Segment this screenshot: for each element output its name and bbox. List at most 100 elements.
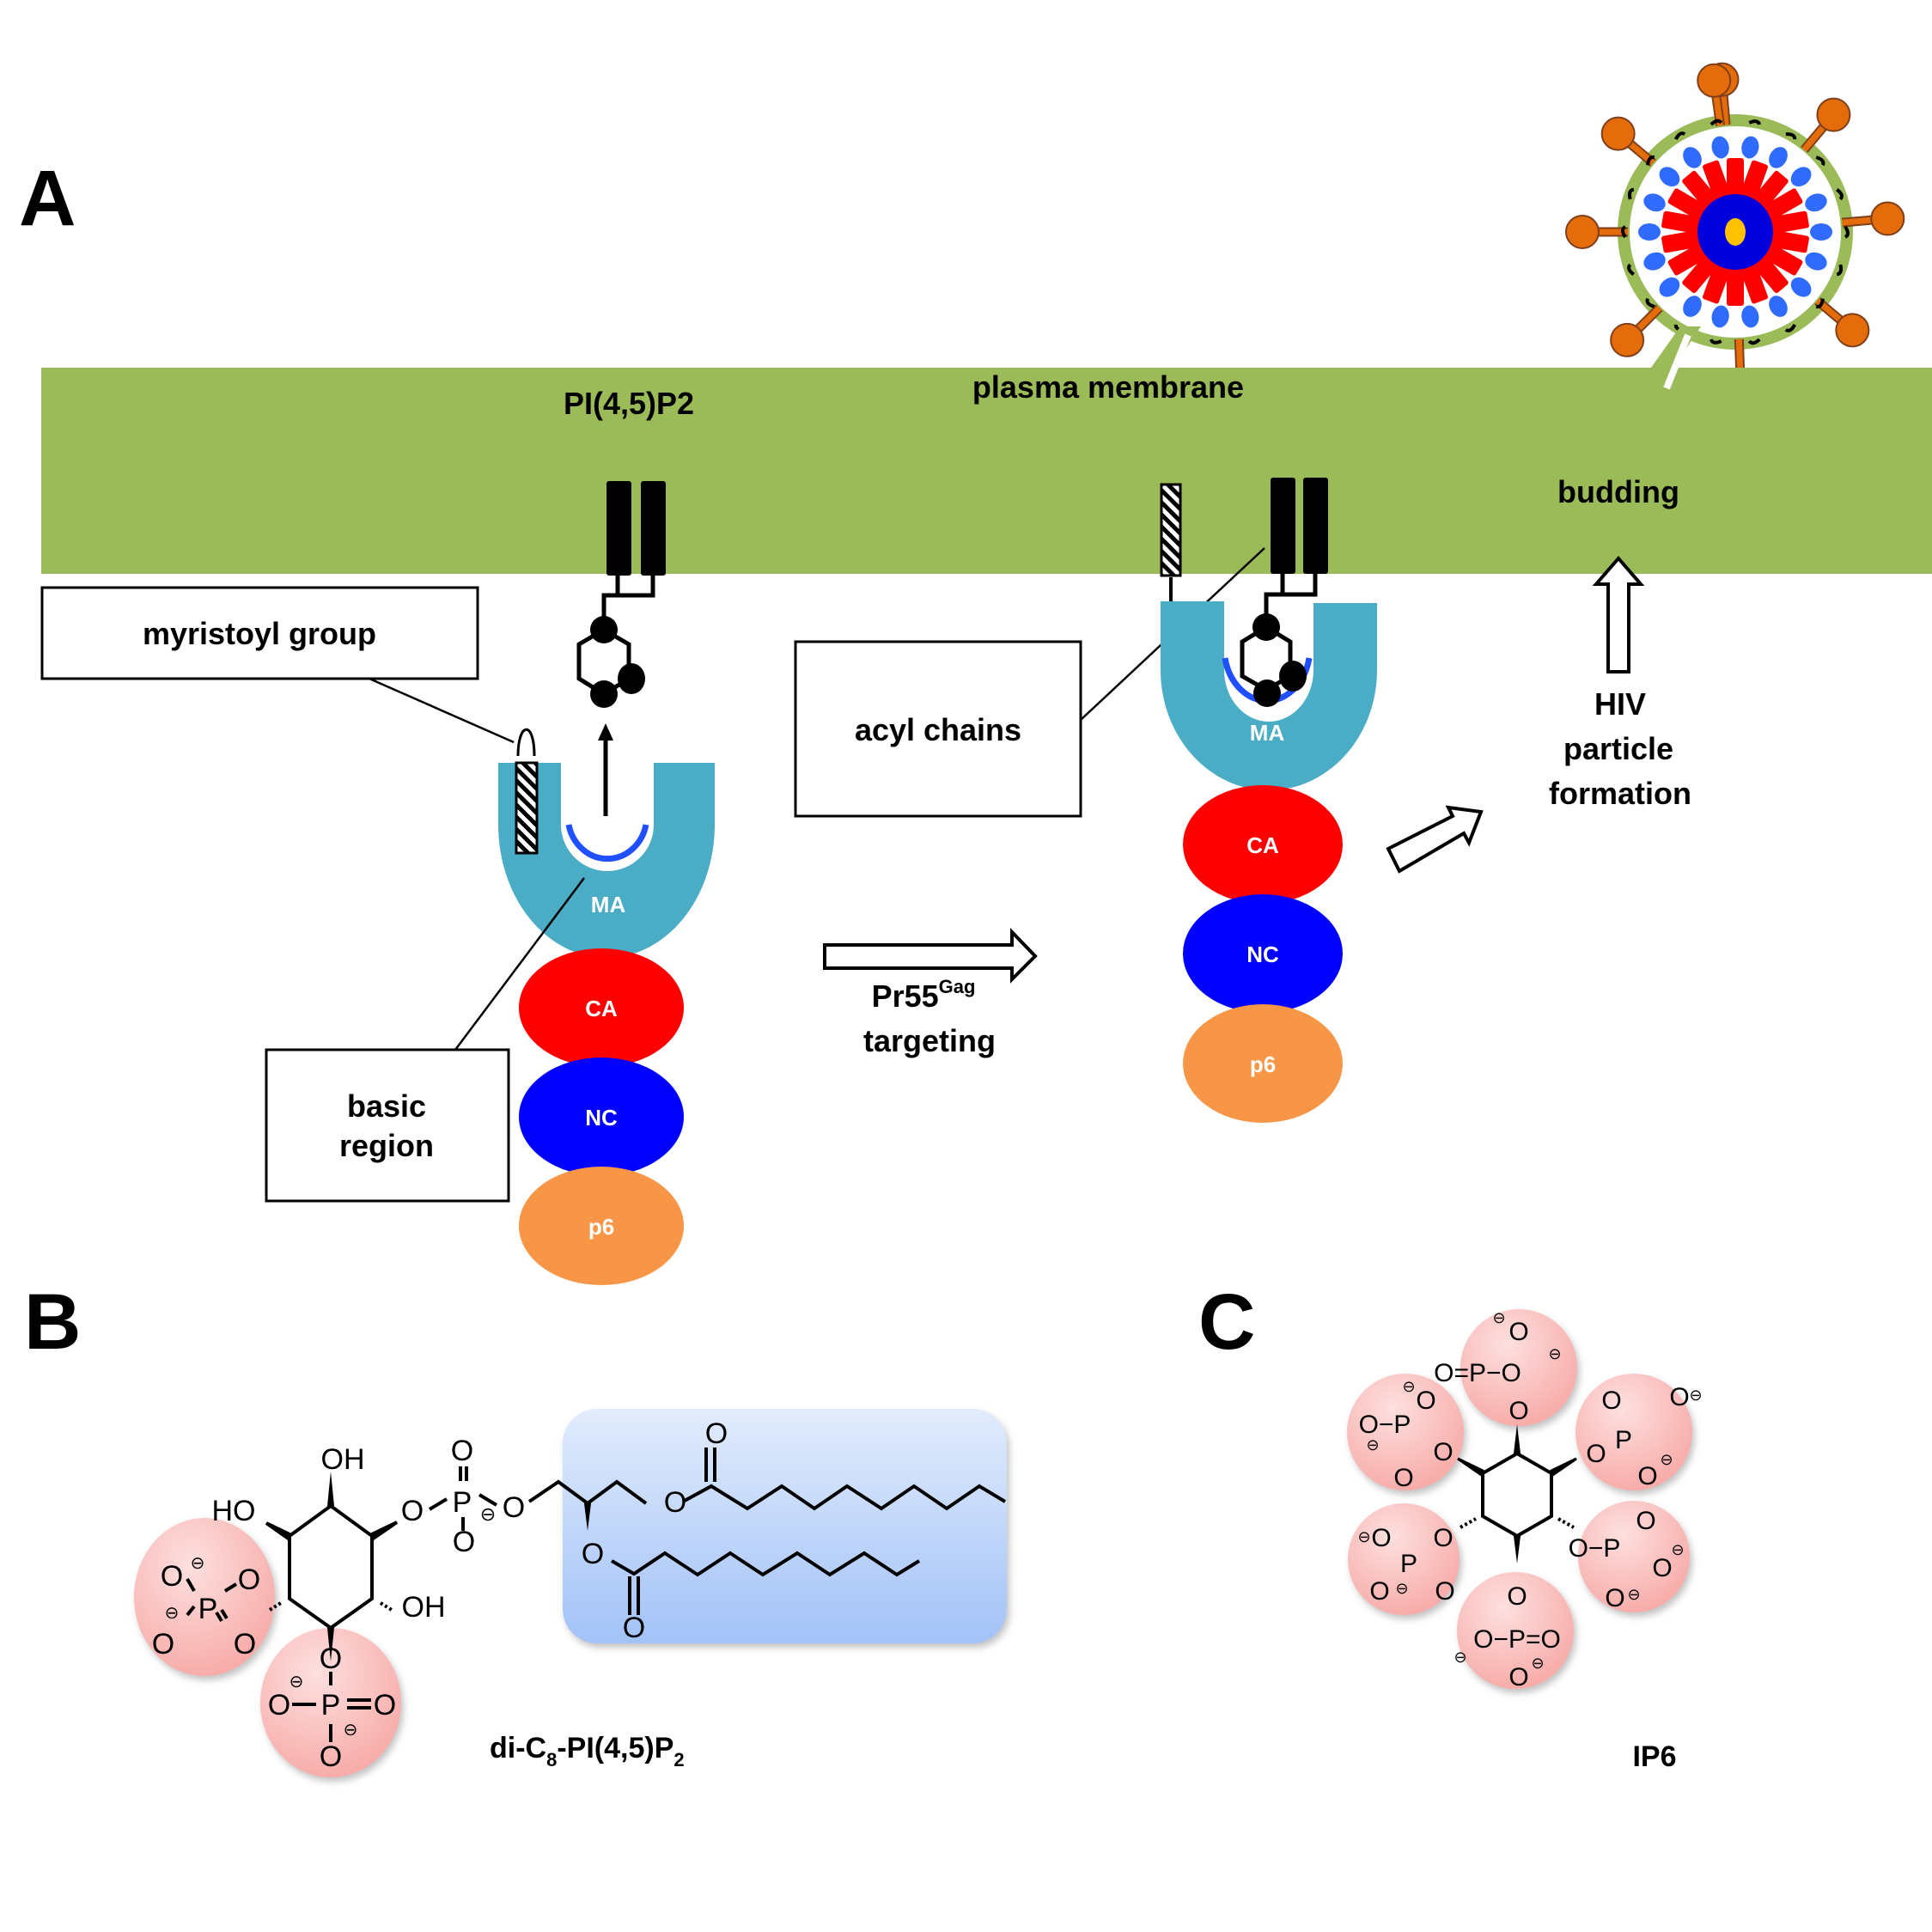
virion-ca <box>1770 210 1809 235</box>
svg-text:P: P <box>321 1689 341 1722</box>
pip2-caption: di-C8-PI(4,5)P2 <box>490 1732 685 1770</box>
phosphate-bubble-4 <box>134 1518 275 1676</box>
panel-label-a: A <box>19 155 76 242</box>
ip6-phosphate-bubble-3 <box>1575 1374 1692 1490</box>
gag-protein-left: MA CA NC p6 <box>498 728 715 1285</box>
virion-ma <box>1810 223 1832 241</box>
ip6-phosphate-bubble-4 <box>1348 1503 1460 1615</box>
svg-text:O−P: O−P <box>1359 1411 1411 1439</box>
svg-text:P: P <box>453 1486 472 1519</box>
acyl-chain-highlight <box>563 1409 1007 1643</box>
svg-text:O: O <box>152 1628 174 1661</box>
svg-text:HO: HO <box>212 1495 256 1527</box>
virion-lipid-tail <box>1709 338 1722 344</box>
svg-text:P: P <box>198 1593 218 1625</box>
phosphate-bubble-5 <box>260 1628 401 1777</box>
ma-domain-right <box>1161 601 1377 790</box>
ip6-phosphate-bubble-2 <box>1347 1374 1464 1490</box>
svg-text:O: O <box>374 1689 396 1722</box>
ma-label-right: MA <box>1250 720 1285 746</box>
virion-lipid-tail <box>1844 225 1850 239</box>
virion-ca <box>1770 229 1809 253</box>
panel-label-b: B <box>24 1278 81 1366</box>
virion-lipid-tail <box>1815 155 1825 167</box>
virion-ma <box>1805 252 1827 271</box>
virion-lipid-tail <box>1836 264 1844 277</box>
virion-ma <box>1659 277 1680 297</box>
virion-lipid-tail <box>1748 119 1762 125</box>
svg-text:O−P=O: O−P=O <box>1473 1625 1561 1654</box>
virion-ca <box>1727 158 1744 196</box>
virion-lipid-tail <box>1785 132 1797 140</box>
virion-lipid-tail <box>1627 187 1635 200</box>
myristoyl-group-left <box>515 761 539 855</box>
virion-ca <box>1763 243 1803 276</box>
svg-text:O: O <box>234 1628 256 1661</box>
ip6-phosphate-bubble-6 <box>1457 1572 1574 1689</box>
svg-text:O: O <box>705 1417 728 1450</box>
svg-text:⊖: ⊖ <box>344 1721 358 1740</box>
svg-text:O: O <box>623 1612 645 1644</box>
svg-text:O: O <box>1605 1584 1624 1612</box>
virion-lipid-tail <box>1784 323 1796 332</box>
nc-domain-right <box>1183 894 1343 1013</box>
svg-text:O: O <box>1507 1582 1527 1611</box>
svg-text:O: O <box>1435 1577 1454 1606</box>
svg-text:⊖: ⊖ <box>1454 1649 1466 1666</box>
targeting-arrow: Pr55Gag targeting <box>823 928 1038 1058</box>
virion-ma <box>1769 147 1788 168</box>
svg-text:P: P <box>1615 1426 1632 1454</box>
budding-label: budding <box>1557 474 1679 509</box>
svg-text:O: O <box>401 1495 424 1527</box>
ca-label-left: CA <box>585 996 618 1021</box>
ca-label-right: CA <box>1246 832 1279 858</box>
ip6-caption: IP6 <box>1632 1740 1676 1773</box>
virion-ma <box>1643 252 1666 271</box>
ip6-structure: O ⊖ O=P−O ⊖ O O ⊖ O−P ⊖ O O O O ⊖ P O O … <box>1347 1309 1703 1691</box>
env-spike-head <box>1870 201 1905 236</box>
virion-ca <box>1752 254 1789 294</box>
virion-genome <box>1725 218 1746 246</box>
virion-lipid-tail <box>1627 263 1636 277</box>
particle-label-1: HIV <box>1594 686 1646 722</box>
virion-lipid-tail <box>1645 297 1655 308</box>
svg-text:O: O <box>1669 1383 1689 1411</box>
callout-basic-region: basic region <box>265 877 585 1203</box>
svg-text:O: O <box>1371 1524 1391 1552</box>
env-spike-head <box>1610 322 1645 357</box>
callout-myristoyl-group: myristoyl group <box>40 586 515 744</box>
virion-ma <box>1711 136 1729 159</box>
di-c8-pip2-atom-labels: OH HO OH O P O O ⊖ O O O O O O ⊖ O P ⊖ O… <box>152 1417 728 1773</box>
ca-domain-right <box>1183 785 1343 904</box>
callout-acyl-chains: acyl chains <box>794 547 1265 818</box>
svg-text:⊖: ⊖ <box>289 1673 304 1691</box>
myristoyl-group-right <box>1160 483 1182 577</box>
svg-text:⊖: ⊖ <box>1492 1309 1505 1326</box>
p6-domain-right <box>1183 1004 1343 1123</box>
virion-ca <box>1661 229 1701 253</box>
callout-text-basic-1: basic <box>347 1088 426 1124</box>
svg-text:O: O <box>320 1643 342 1675</box>
svg-text:O: O <box>1433 1524 1453 1552</box>
virion-ca <box>1682 170 1718 210</box>
svg-text:O: O <box>1508 1663 1528 1691</box>
virion-ma <box>1683 296 1702 317</box>
svg-text:O: O <box>1601 1387 1621 1415</box>
ip6-phosphate-bubble-1 <box>1460 1309 1577 1426</box>
ip6-phosphate-bubble-5 <box>1578 1501 1690 1612</box>
virion-ca <box>1667 188 1708 221</box>
env-spike-stem-fill <box>1801 125 1826 152</box>
virion-lipid-tail <box>1815 298 1825 309</box>
virion-ma <box>1741 305 1759 328</box>
virion-lipid-tail <box>1710 119 1723 126</box>
svg-text:O: O <box>1636 1507 1655 1535</box>
virion-ca <box>1763 188 1803 221</box>
nc-label-left: NC <box>585 1105 618 1131</box>
nc-label-right: NC <box>1246 942 1279 967</box>
hiv-virion-icon <box>1565 62 1905 402</box>
svg-text:O: O <box>582 1538 604 1570</box>
virion-lipid-tail <box>1621 225 1627 239</box>
virion-ca <box>1682 254 1718 294</box>
svg-text:O: O <box>320 1740 342 1773</box>
